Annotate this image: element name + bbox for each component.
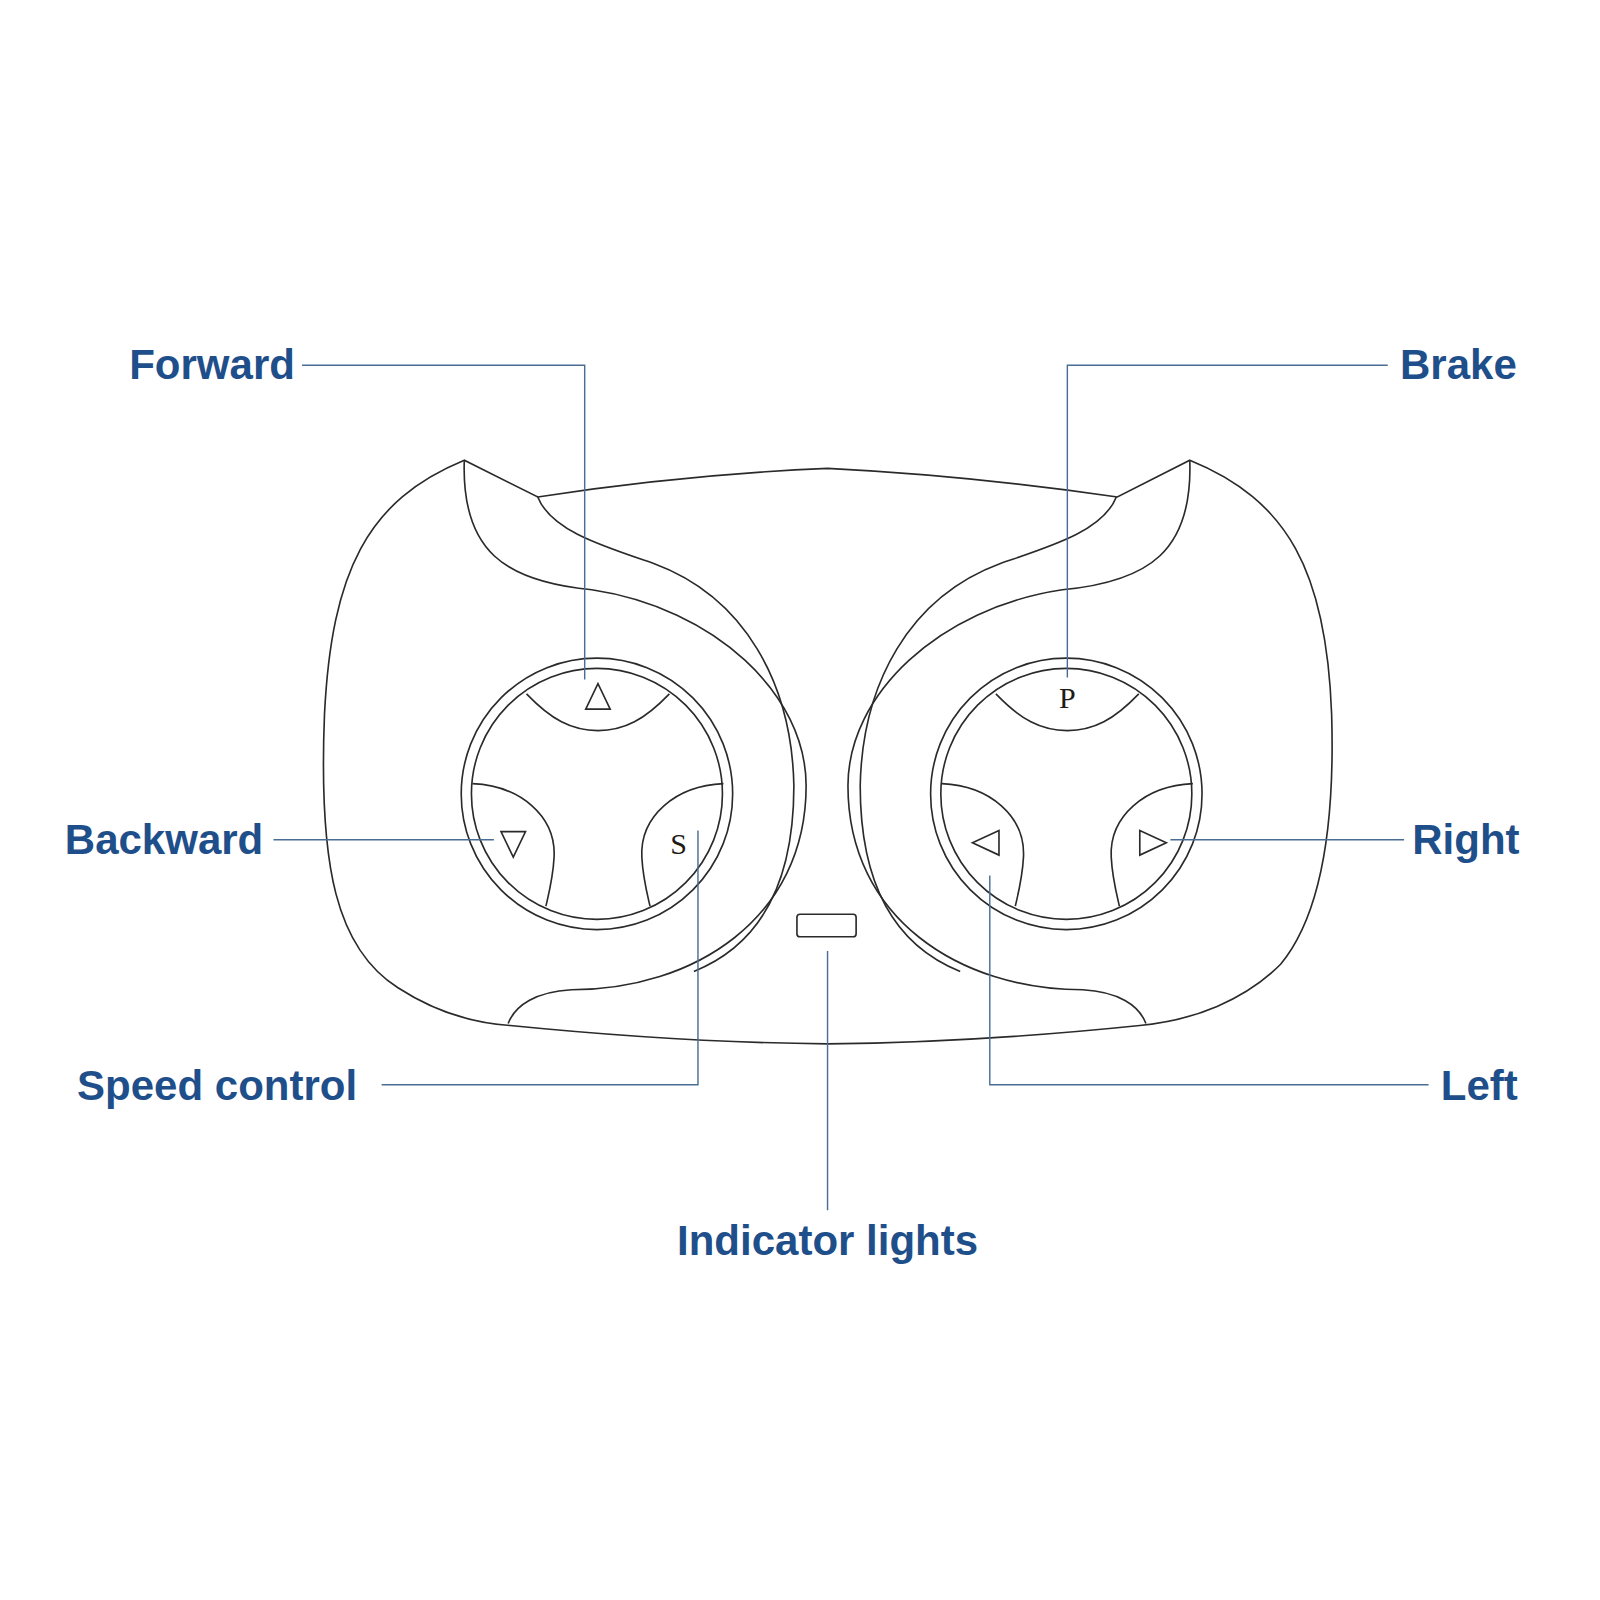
- callout-label: Indicator lights: [677, 1218, 978, 1264]
- leader-line: [827, 951, 828, 1210]
- callout-label: Left: [1441, 1063, 1518, 1109]
- leader-line: [1067, 365, 1387, 677]
- right-button-pad: [931, 658, 1202, 929]
- backward-arrow-symbol: [501, 832, 525, 858]
- right-grip-swoosh: [848, 460, 1190, 1023]
- callout-label: Backward: [65, 817, 263, 863]
- leader-line: [302, 365, 585, 679]
- right-arrow-symbol: [1140, 831, 1167, 855]
- leader-line: [273, 839, 493, 840]
- left-grip-swoosh: [464, 460, 806, 1023]
- callout-label: Brake: [1400, 342, 1517, 388]
- left-button-pad: [461, 658, 732, 929]
- button-symbol: P: [1059, 681, 1076, 714]
- leader-line: [990, 876, 1429, 1085]
- leader-line: [1170, 839, 1404, 840]
- callout-label: Right: [1412, 817, 1519, 863]
- callout-label: Speed control: [77, 1063, 357, 1109]
- leader-line: [382, 831, 698, 1085]
- button-symbol: S: [670, 827, 687, 860]
- indicator-light: [797, 914, 856, 936]
- leader-lines: [273, 365, 1428, 1210]
- left-arrow-symbol: [972, 831, 999, 855]
- forward-arrow-symbol: [586, 684, 610, 710]
- callout-label: Forward: [129, 342, 295, 388]
